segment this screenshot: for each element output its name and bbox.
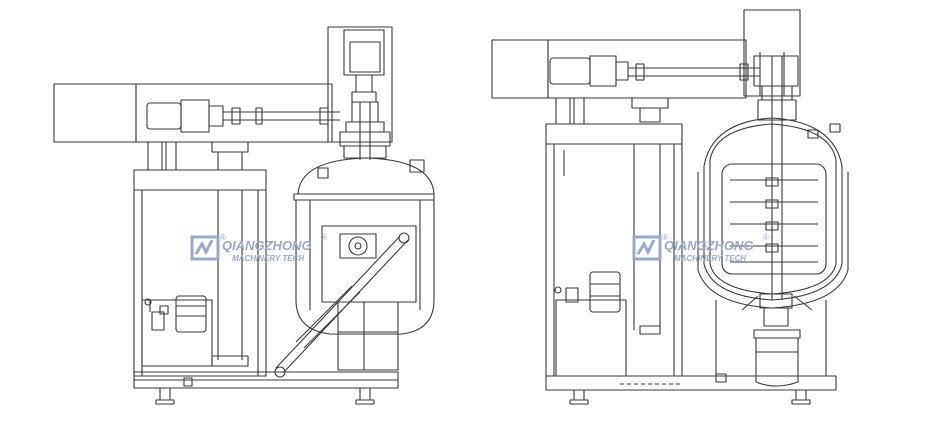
registered-mark: ® (321, 233, 327, 242)
brand-logo-icon (632, 235, 662, 261)
brand-logo-icon (190, 235, 220, 261)
registered-mark: ® (763, 233, 769, 242)
brand-name: QIANGZHONG (222, 238, 312, 253)
front-view (53, 26, 435, 405)
section-view (491, 9, 849, 405)
brand-name: QIANGZHONG (664, 238, 754, 253)
registered-mark: ® (662, 233, 668, 242)
watermark-right: QIANGZHONG ® MACHINERY TECH ® (632, 233, 769, 263)
brand-tagline: MACHINERY TECH (674, 254, 746, 263)
brand-tagline: MACHINERY TECH (232, 254, 304, 263)
watermark-left: QIANGZHONG ® MACHINERY TECH ® (190, 233, 327, 263)
registered-mark: ® (220, 233, 226, 242)
